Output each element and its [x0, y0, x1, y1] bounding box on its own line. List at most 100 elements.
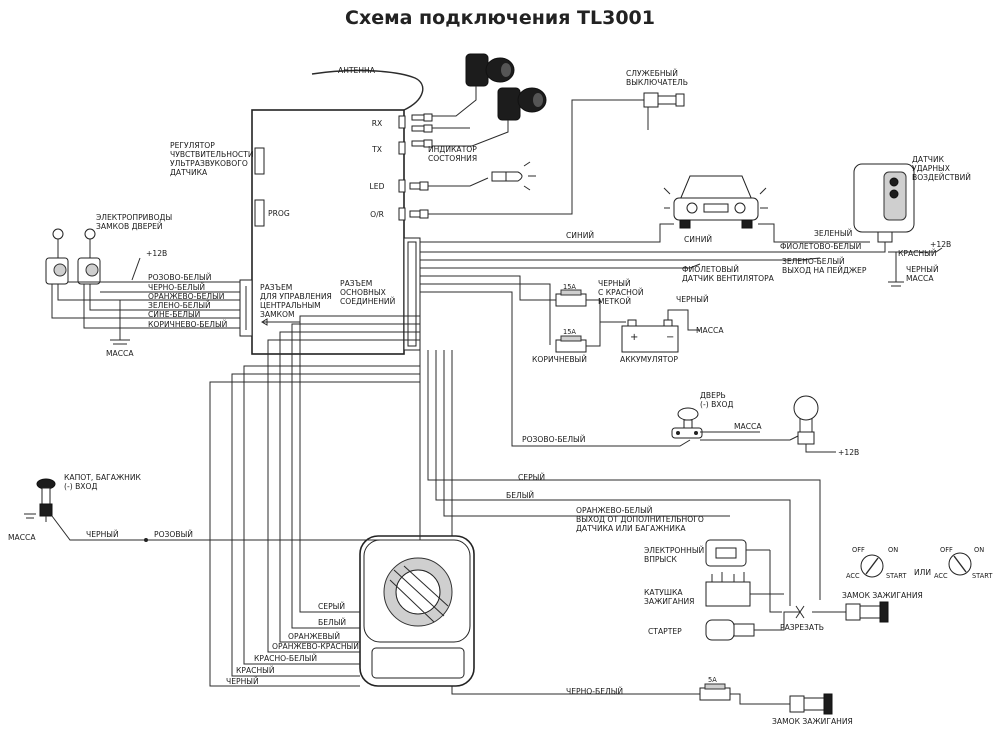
shock-massa-label: МАССА — [906, 274, 934, 283]
battery-massa-label: МАССА — [696, 326, 724, 335]
violet-fan-wire — [420, 263, 701, 269]
fuse-5a: 5А — [699, 676, 731, 701]
tx-jack — [398, 141, 406, 155]
main-connector-label-1: РАЗЪЕМ — [340, 279, 372, 288]
violet-white-label: ФИОЛЕТОВО-БЕЛЫЙ — [780, 242, 861, 251]
transceiver-rx — [412, 53, 515, 117]
dome-light-bulb — [793, 395, 819, 445]
prog-button — [254, 199, 265, 227]
door-label-2: (-) ВХОД — [700, 400, 733, 409]
ignition-lock-top — [845, 601, 889, 623]
fan-label-1: ФИОЛЕТОВЫЙ — [682, 265, 739, 274]
green-wire-label: ЗЕЛЕНЫЙ — [814, 229, 852, 238]
electronic-injection — [705, 539, 770, 567]
siren-wire-label-6: ЧЕРНЫЙ — [226, 677, 259, 686]
actuators-label-1: ЭЛЕКТРОПРИВОДЫ — [96, 213, 172, 222]
gray-wire-label: СЕРЫЙ — [518, 473, 545, 482]
cut-mark — [795, 605, 805, 619]
key2-off: OFF — [940, 546, 953, 554]
key-switch-1: OFF ON ACC START — [846, 546, 907, 580]
regulator-label-1: РЕГУЛЯТОР — [170, 141, 215, 150]
fuse-15a-bottom: 15А — [555, 328, 587, 353]
coil-label-1: КАТУШКА — [644, 588, 683, 597]
key2-on: ON — [974, 546, 984, 554]
siren-wire-label-2: ОРАНЖЕВЫЙ — [288, 632, 340, 641]
battery-plus-wire — [586, 299, 626, 323]
red-wire-label: КРАСНЫЙ — [898, 249, 937, 258]
starter-motor — [705, 611, 800, 641]
door-massa-label: МАССА — [734, 422, 762, 431]
port-tx: TX — [371, 145, 382, 154]
orange-white-label-3: ДАТЧИКА ИЛИ БАГАЖНИКА — [576, 524, 686, 533]
alarm-control-unit: PROG RX TX LED O/R РАЗЪЕМ ДЛЯ УПРАВЛЕНИЯ… — [239, 109, 421, 355]
indicator-label-2: СОСТОЯНИЯ — [428, 154, 477, 163]
car-battery: + − — [621, 319, 679, 353]
lock-wire-label-0: РОЗОВО-БЕЛЫЙ — [148, 273, 211, 282]
shock-ground — [888, 252, 904, 287]
siren — [359, 535, 475, 687]
actuator-massa-label: МАССА — [106, 349, 134, 358]
car-turn-signals — [663, 175, 768, 229]
lock-connector-label-2: ДЛЯ УПРАВЛЕНИЯ — [260, 292, 332, 301]
ignition-coil — [705, 572, 784, 607]
service-switch-label-2: ВЫКЛЮЧАТЕЛЬ — [626, 78, 688, 87]
antenna-label: АНТЕННА — [338, 66, 376, 75]
lock-connector-label-3: ЦЕНТРАЛЬНЫМ — [260, 301, 321, 310]
door-label-1: ДВЕРЬ — [700, 391, 726, 400]
fuse-5a-label: 5А — [708, 676, 717, 684]
key1-start: START — [886, 572, 907, 580]
service-switch-wire — [428, 99, 660, 215]
main-connector-label-2: ОСНОВНЫХ — [340, 288, 386, 297]
fan-label-2: ДАТЧИК ВЕНТИЛЯТОРА — [682, 274, 775, 283]
green-white-wire — [420, 257, 821, 261]
control-unit-body — [251, 109, 405, 355]
main-connector-label-3: СОЕДИНЕНИЙ — [340, 297, 395, 306]
key1-acc: ACC — [846, 572, 860, 580]
gray-wire — [427, 350, 821, 600]
siren-wire-label-5: КРАСНЫЙ — [236, 666, 275, 675]
siren-wire-gray — [299, 315, 420, 613]
lock-connector-label-4: ЗАМКОМ — [260, 310, 295, 319]
siren-wire-label-4: КРАСНО-БЕЛЫЙ — [254, 654, 317, 663]
orange-white-wire — [443, 350, 730, 517]
door-actuator-2 — [77, 228, 101, 285]
or-label: ИЛИ — [914, 568, 931, 577]
lock-wire-5 — [83, 284, 240, 329]
blue-wire-label-2: СИНИЙ — [684, 235, 712, 244]
red-power-wire — [420, 275, 556, 301]
key-switch-2: OFF ON ACC START — [934, 546, 993, 580]
hood-label-1: КАПОТ, БАГАЖНИК — [64, 473, 142, 482]
white-wire — [435, 350, 791, 606]
status-led — [409, 161, 536, 191]
actuators-label-2: ЗАМКОВ ДВЕРЕЙ — [96, 222, 163, 231]
lock-wire-label-2: ОРАНЖЕВО-БЕЛЫЙ — [148, 292, 224, 301]
ignition-lock-bottom — [789, 693, 833, 715]
orange-white-label-2: ВЫХОД ОТ ДОПОЛНИТЕЛЬНОГО — [576, 515, 704, 524]
hood-trunk-switch — [36, 478, 56, 517]
or-jack — [398, 207, 406, 221]
pager-label-1: ЗЕЛЕНО-БЕЛЫЙ — [782, 257, 845, 266]
transceiver-tx — [412, 87, 547, 147]
shock-sensor — [853, 163, 915, 253]
blue-wire-left — [420, 223, 674, 243]
lock-wire-label-1: ЧЕРНО-БЕЛЫЙ — [148, 283, 205, 292]
plus12-shock: +12В — [930, 240, 951, 249]
ignition-lock-label-bottom: ЗАМОК ЗАЖИГАНИЯ — [772, 717, 853, 726]
key1-on: ON — [888, 546, 898, 554]
svg-text:+: + — [630, 332, 638, 343]
regulator-label-4: ДАТЧИКА — [170, 168, 208, 177]
lock-wire-label-4: СИНЕ-БЕЛЫЙ — [148, 310, 200, 319]
fuse-15a-top: 15А — [555, 283, 587, 307]
hood-ground — [24, 513, 47, 522]
siren-wire-white — [291, 323, 420, 629]
key2-acc: ACC — [934, 572, 948, 580]
battery-black-label: ЧЕРНЫЙ — [676, 295, 709, 304]
starter-label: СТАРТЕР — [648, 627, 682, 636]
injection-label-1: ЭЛЕКТРОННЫЙ — [644, 546, 704, 555]
pink-white-wire — [420, 291, 691, 447]
pink-label: РОЗОВЫЙ — [154, 530, 193, 539]
sensitivity-regulator — [254, 147, 265, 175]
lock-wire-label-5: КОРИЧНЕВО-БЕЛЫЙ — [148, 320, 227, 329]
blue-wire-right — [758, 223, 870, 243]
shock-sensor-label-3: ВОЗДЕЙСТВИЙ — [912, 173, 971, 182]
